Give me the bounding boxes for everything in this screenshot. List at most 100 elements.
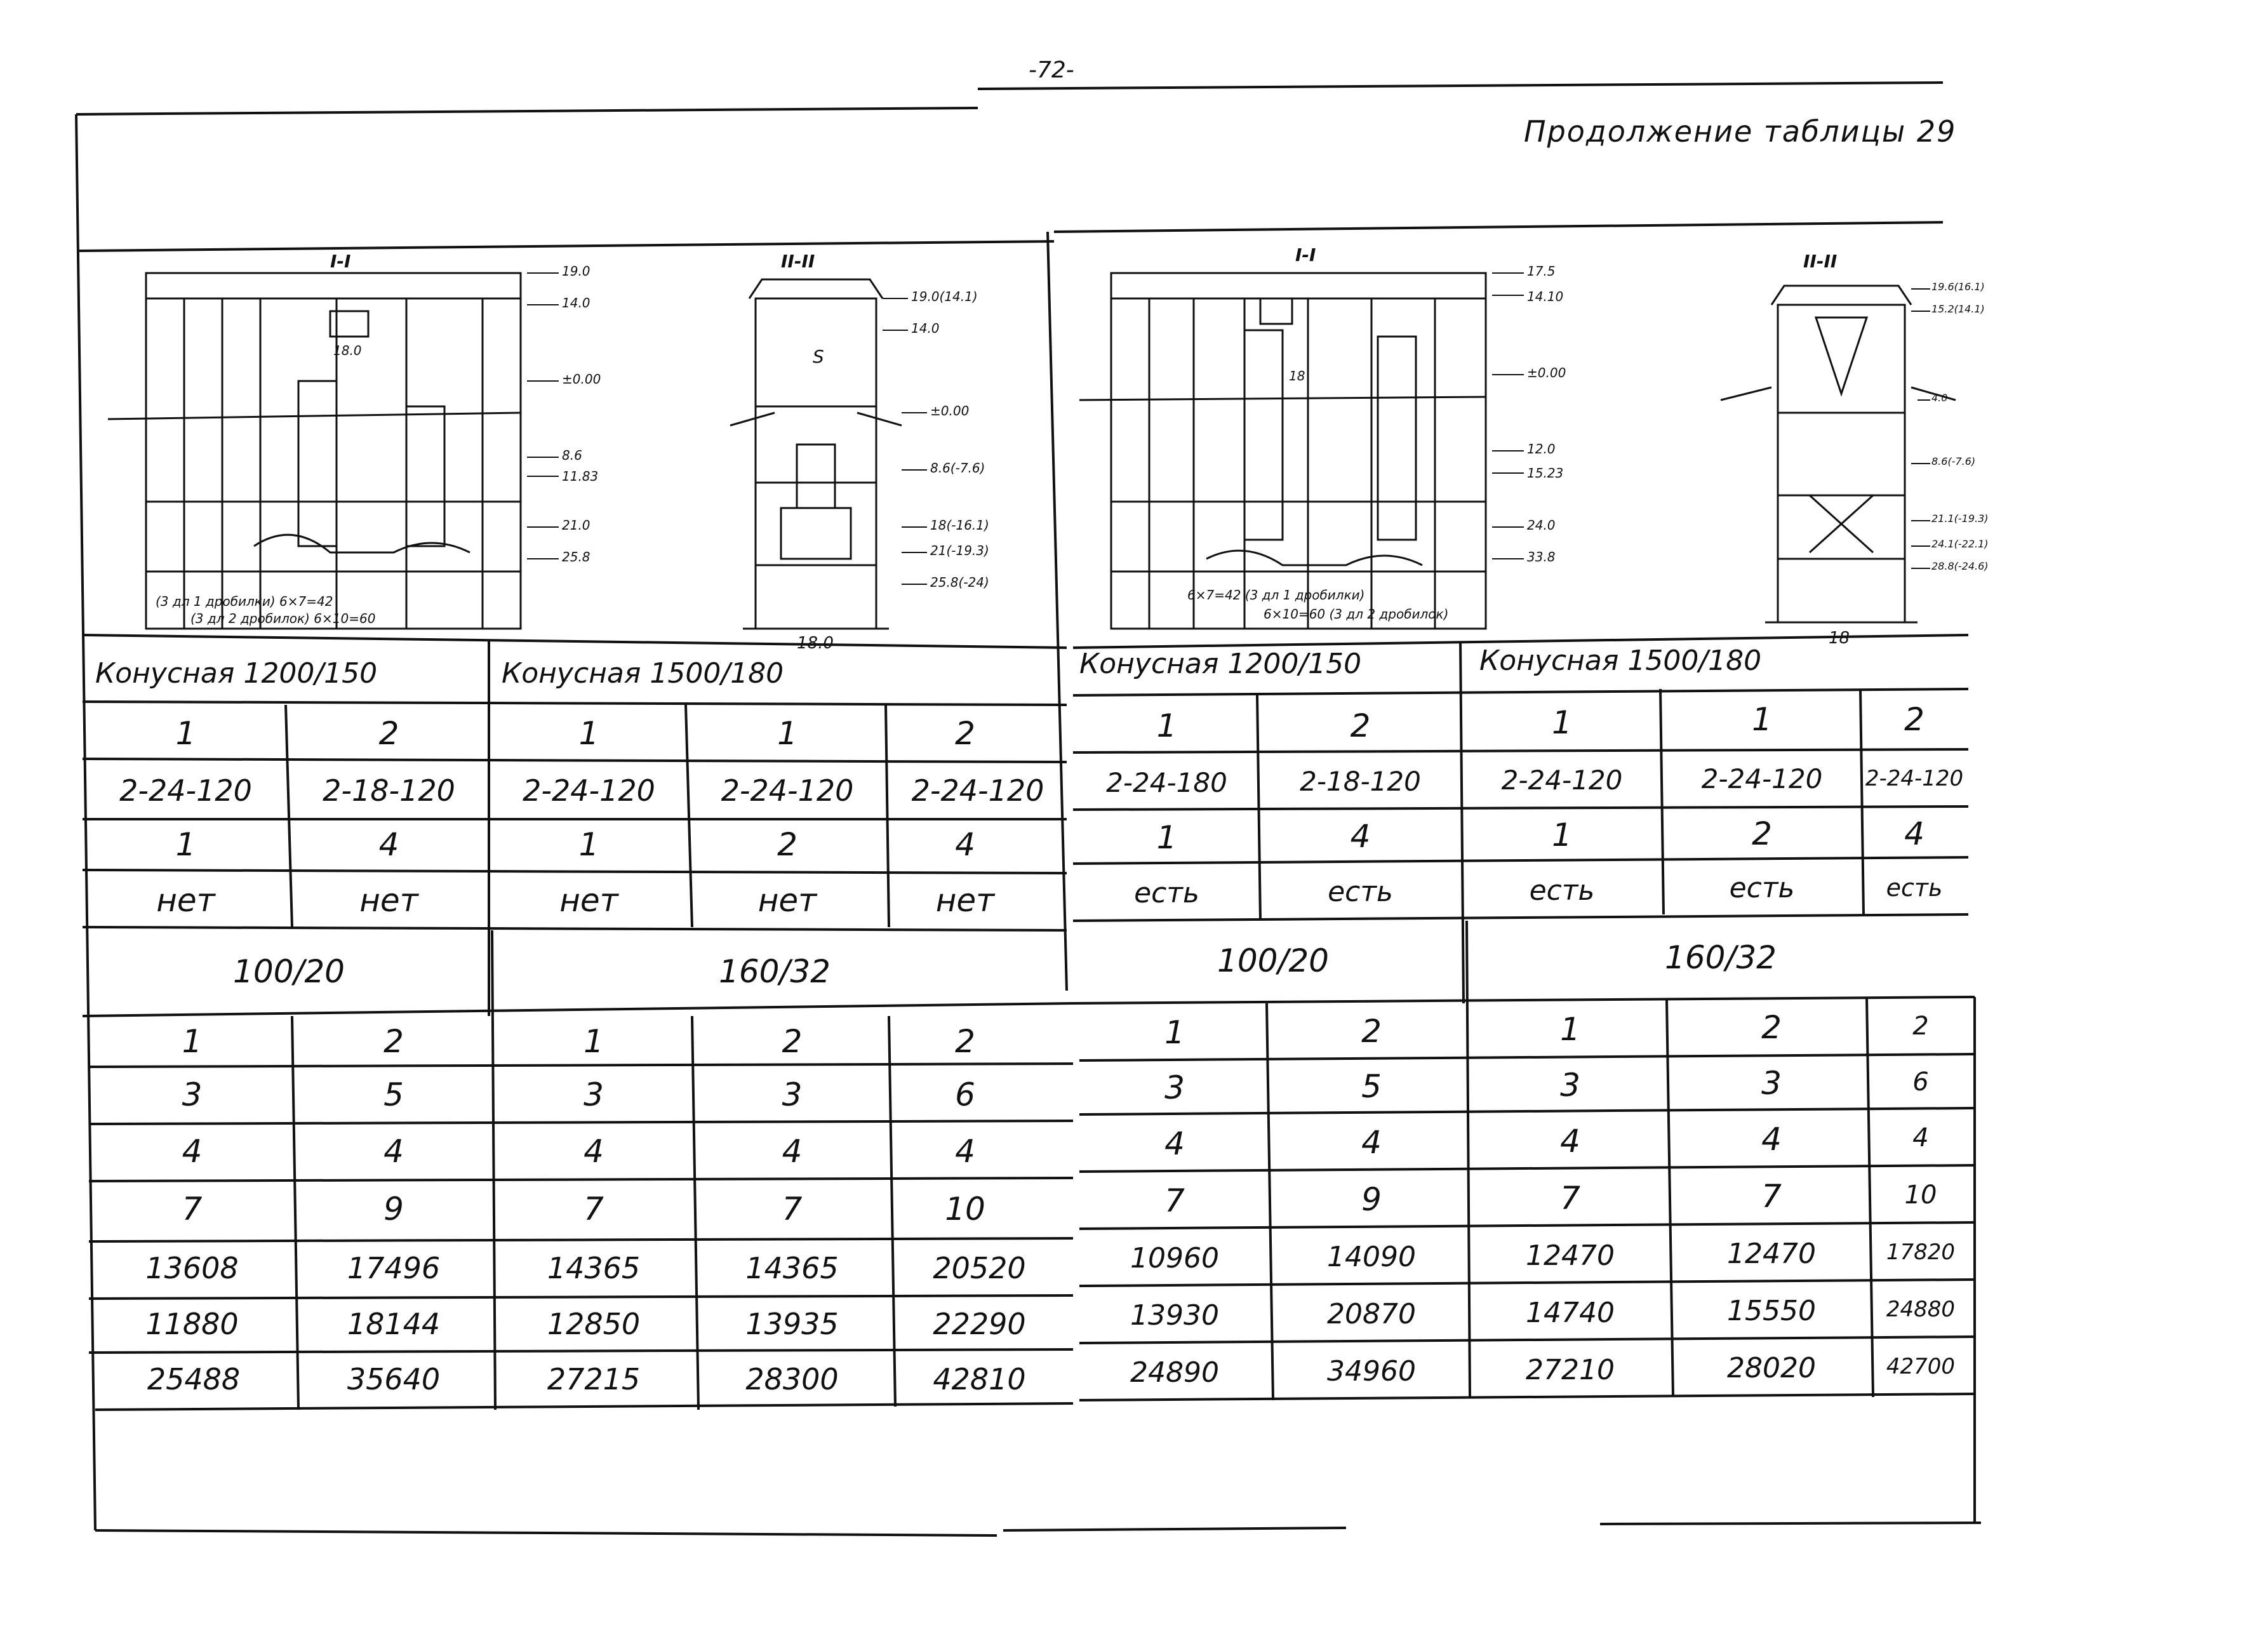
table-cell: 2-24-120 (911, 773, 1044, 808)
table-cell: 27215 (547, 1362, 641, 1396)
table-cell: 2 (384, 1023, 404, 1060)
table-cell: 2 (955, 1023, 975, 1060)
right-mark-h: 18 (1289, 368, 1305, 384)
table-cell: 10 (1904, 1181, 1937, 1210)
table-cell: 1 (175, 826, 196, 863)
right-note-a: 6×7=42 (3 дл 1 дробилки) (1187, 587, 1365, 603)
table-cell: 7 (584, 1191, 604, 1227)
table-cell: 2 (1752, 815, 1772, 852)
right-note-b: 6×10=60 (3 дл 2 дробилок) (1264, 606, 1449, 622)
table-cell: 12470 (1727, 1237, 1816, 1270)
table-cell: 4 (955, 826, 975, 863)
right-dim-b-4: 21.1(-19.3) (1931, 512, 1989, 525)
right-dim-b-0: 19.6(16.1) (1931, 281, 1985, 293)
table-cell: 17820 (1886, 1240, 1956, 1265)
table-cell: нет (935, 881, 995, 919)
table-cell: 2-24-120 (721, 773, 854, 808)
table-cell: 18144 (347, 1306, 441, 1341)
table-cell: 35640 (347, 1362, 441, 1396)
table-cell: 2-18-120 (323, 773, 455, 808)
table-cell: 4 (378, 826, 399, 863)
left-dim-b-1: 14.0 (911, 321, 940, 336)
table-cell: 13930 (1130, 1299, 1219, 1332)
left-width-b: 18.0 (797, 634, 834, 653)
table-cell: 4 (955, 1133, 975, 1170)
table-cell: 1 (1552, 817, 1572, 853)
left-dim-a-5: 21.0 (562, 518, 590, 533)
left-dim-b-4: 18(-16.1) (930, 518, 989, 533)
table-cell: есть (1134, 876, 1199, 909)
left-dim-b-6: 25.8(-24) (930, 575, 989, 590)
table-cell: 14090 (1327, 1240, 1416, 1273)
left-mid-header-1: 100/20 (233, 953, 345, 990)
left-dim-a-3: 8.6 (562, 448, 582, 463)
table-cell: 27210 (1526, 1353, 1615, 1386)
table-cell: 7 (1761, 1178, 1782, 1215)
table-cell: нет (156, 881, 215, 919)
table-cell: 3 (782, 1076, 803, 1113)
table-cell: 2 (1761, 1009, 1782, 1046)
right-dim-b-5: 24.1(-22.1) (1931, 538, 1989, 550)
right-dim-b-6: 28.8(-24.6) (1931, 560, 1989, 572)
right-dim-a-6: 33.8 (1527, 549, 1556, 565)
table-cell: 4 (1912, 1123, 1929, 1153)
table-cell: 28020 (1727, 1351, 1816, 1384)
table-cell: 2-24-120 (523, 773, 655, 808)
right-dim-a-0: 17.5 (1527, 264, 1556, 279)
table-cell: 7 (1164, 1182, 1185, 1219)
table-cell: нет (359, 881, 418, 919)
table-cell: 1 (584, 1023, 604, 1060)
right-mid-header-2: 160/32 (1665, 939, 1777, 976)
table-cell: 17496 (347, 1251, 441, 1285)
table-cell: 1 (175, 715, 196, 752)
table-cell: 10 (945, 1191, 985, 1227)
table-cell: 2-24-180 (1106, 766, 1227, 798)
table-cell: 2-24-120 (119, 773, 252, 808)
right-header-1: Конусная 1200/150 (1079, 648, 1362, 680)
left-dim-a-6: 25.8 (562, 549, 590, 565)
table-cell: 4 (1361, 1124, 1382, 1161)
left-header-2: Конусная 1500/180 (502, 657, 784, 690)
table-cell: 6 (1912, 1067, 1929, 1097)
table-cell: 2 (1350, 707, 1371, 744)
table-cell: нет (757, 881, 817, 919)
table-cell: 2 (1904, 700, 1924, 738)
table-cell: 1 (1164, 1014, 1185, 1051)
table-cell: 11880 (145, 1306, 239, 1341)
table-cell: 1 (1752, 700, 1772, 738)
table-cell: 2 (1912, 1012, 1929, 1041)
table-cell: 34960 (1327, 1354, 1416, 1388)
table-cell: 7 (782, 1191, 803, 1227)
table-cell: 2-24-120 (1501, 764, 1623, 796)
table-cell: 22290 (933, 1306, 1026, 1341)
table-cell: 4 (1904, 815, 1924, 852)
table-cell: 4 (182, 1133, 203, 1170)
left-dim-b-5: 21(-19.3) (930, 543, 989, 558)
table-cell: 7 (182, 1191, 203, 1227)
left-dim-a-1: 14.0 (562, 295, 590, 311)
table-cell: 2-24-120 (1701, 763, 1823, 794)
table-cell: 13935 (745, 1306, 839, 1341)
table-cell: 1 (182, 1023, 203, 1060)
table-cell: 7 (1560, 1180, 1580, 1217)
table-cell: 12470 (1526, 1239, 1615, 1272)
left-dim-b-3: 8.6(-7.6) (930, 460, 985, 476)
table-cell: 1 (777, 715, 797, 752)
left-header-1: Конусная 1200/150 (95, 657, 378, 690)
table-cell: 1 (1560, 1011, 1580, 1048)
table-cell: 1 (1156, 819, 1177, 856)
table-cell: 5 (1361, 1068, 1382, 1105)
table-cell: 14740 (1526, 1296, 1615, 1329)
left-dim-b-2: ±0.00 (930, 403, 970, 418)
table-cell: 10960 (1130, 1241, 1219, 1274)
table-cell: 28300 (745, 1362, 839, 1396)
right-dim-b-1: 15.2(14.1) (1931, 303, 1985, 315)
table-cell: 2-18-120 (1300, 765, 1421, 797)
table-cell: 1 (578, 715, 599, 752)
table-cell: 2 (378, 715, 399, 752)
table-cell: есть (1886, 874, 1943, 902)
table-cell: 3 (584, 1076, 604, 1113)
table-continuation-title: Продолжение таблицы 29 (1524, 114, 1957, 149)
table-cell: есть (1328, 875, 1393, 908)
